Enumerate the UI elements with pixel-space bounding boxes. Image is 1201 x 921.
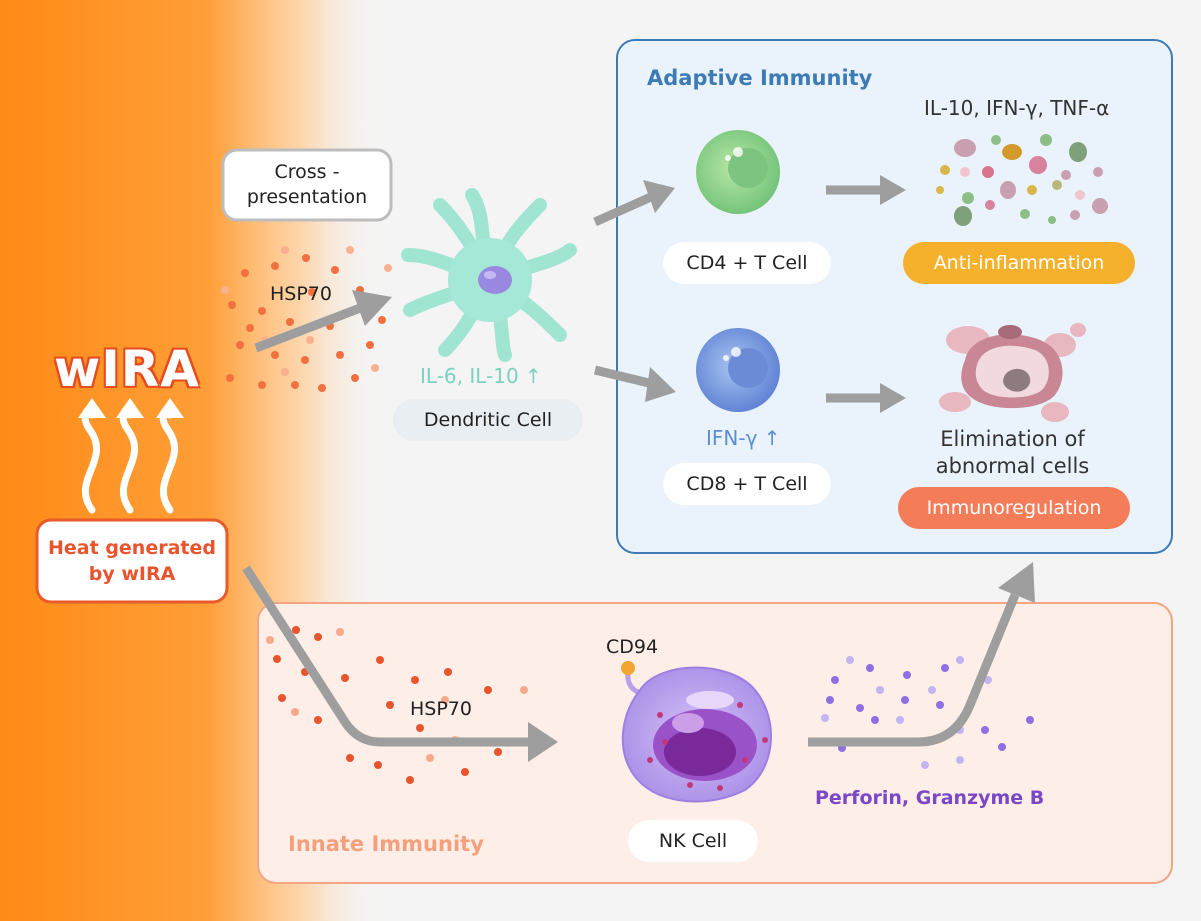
perforin-light-dots (821, 656, 992, 769)
cd4-t-cell-label: CD4 + T Cell (663, 242, 831, 284)
heat-to-nk-arrow-line (242, 565, 535, 747)
heat-arrow-heads (78, 398, 184, 418)
anti-inflammation-badge: Anti-inflammation (903, 242, 1135, 284)
cd4-to-cytokine-arrow-head (880, 175, 906, 205)
cd4-t-cell (696, 130, 780, 214)
perforin-label: Perforin, Granzyme B (815, 787, 1045, 809)
cross-presentation-label: Cross - presentation (246, 161, 368, 208)
immunoregulation-badge: Immunoregulation (898, 487, 1130, 529)
hsp70-top-dots (226, 254, 386, 392)
innate-immunity-title: Innate Immunity (288, 832, 484, 856)
nk-to-elimination-arrow-head (998, 562, 1035, 603)
hsp70-top-label: HSP70 (270, 283, 332, 305)
hsp70-top-light-dots (221, 246, 392, 376)
cd94-label: CD94 (606, 636, 659, 658)
cd8-to-elimination-arrow-head (880, 383, 906, 413)
dendritic-cell-label: Dendritic Cell (393, 399, 583, 441)
dendritic-cell (401, 188, 577, 362)
heat-to-nk-arrow-head (528, 722, 558, 762)
hsp70-to-dc-arrow-line (254, 300, 370, 353)
cross-presentation-box (221, 148, 393, 222)
wira-title: wIRA (54, 340, 200, 398)
nk-cell (621, 661, 772, 803)
hsp70-to-dc-arrow-head (352, 290, 392, 326)
adaptive-immunity-title: Adaptive Immunity (647, 66, 873, 90)
cd8-t-cell (696, 328, 780, 412)
dc-to-cd8-arrow-line (593, 365, 655, 389)
heat-generated-label: Heat generated by wIRA (48, 537, 216, 585)
elimination-label: Elimination of abnormal cells (935, 427, 1090, 478)
hsp70-bottom-label: HSP70 (410, 698, 472, 720)
dc-cytokines: IL-6, IL-10 ↑ (420, 364, 542, 388)
cd8-ifn-label: IFN-γ ↑ (706, 426, 781, 450)
hsp70-bottom-dots (273, 626, 502, 784)
cytokine-dots (936, 134, 1108, 226)
nk-to-elimination-arrow-line (808, 593, 1020, 747)
dc-to-cd8-arrow-head (645, 367, 676, 402)
cd4-cytokine-label: IL-10, IFN-γ, TNF-α (924, 96, 1110, 120)
dc-to-cd4-arrow-line (593, 191, 655, 227)
heat-generated-box (35, 518, 229, 604)
dc-to-cd4-arrow-head (643, 180, 675, 213)
cd8-t-cell-label: CD8 + T Cell (663, 463, 831, 505)
nk-cell-label: NK Cell (628, 820, 758, 862)
abnormal-cell (939, 323, 1086, 422)
